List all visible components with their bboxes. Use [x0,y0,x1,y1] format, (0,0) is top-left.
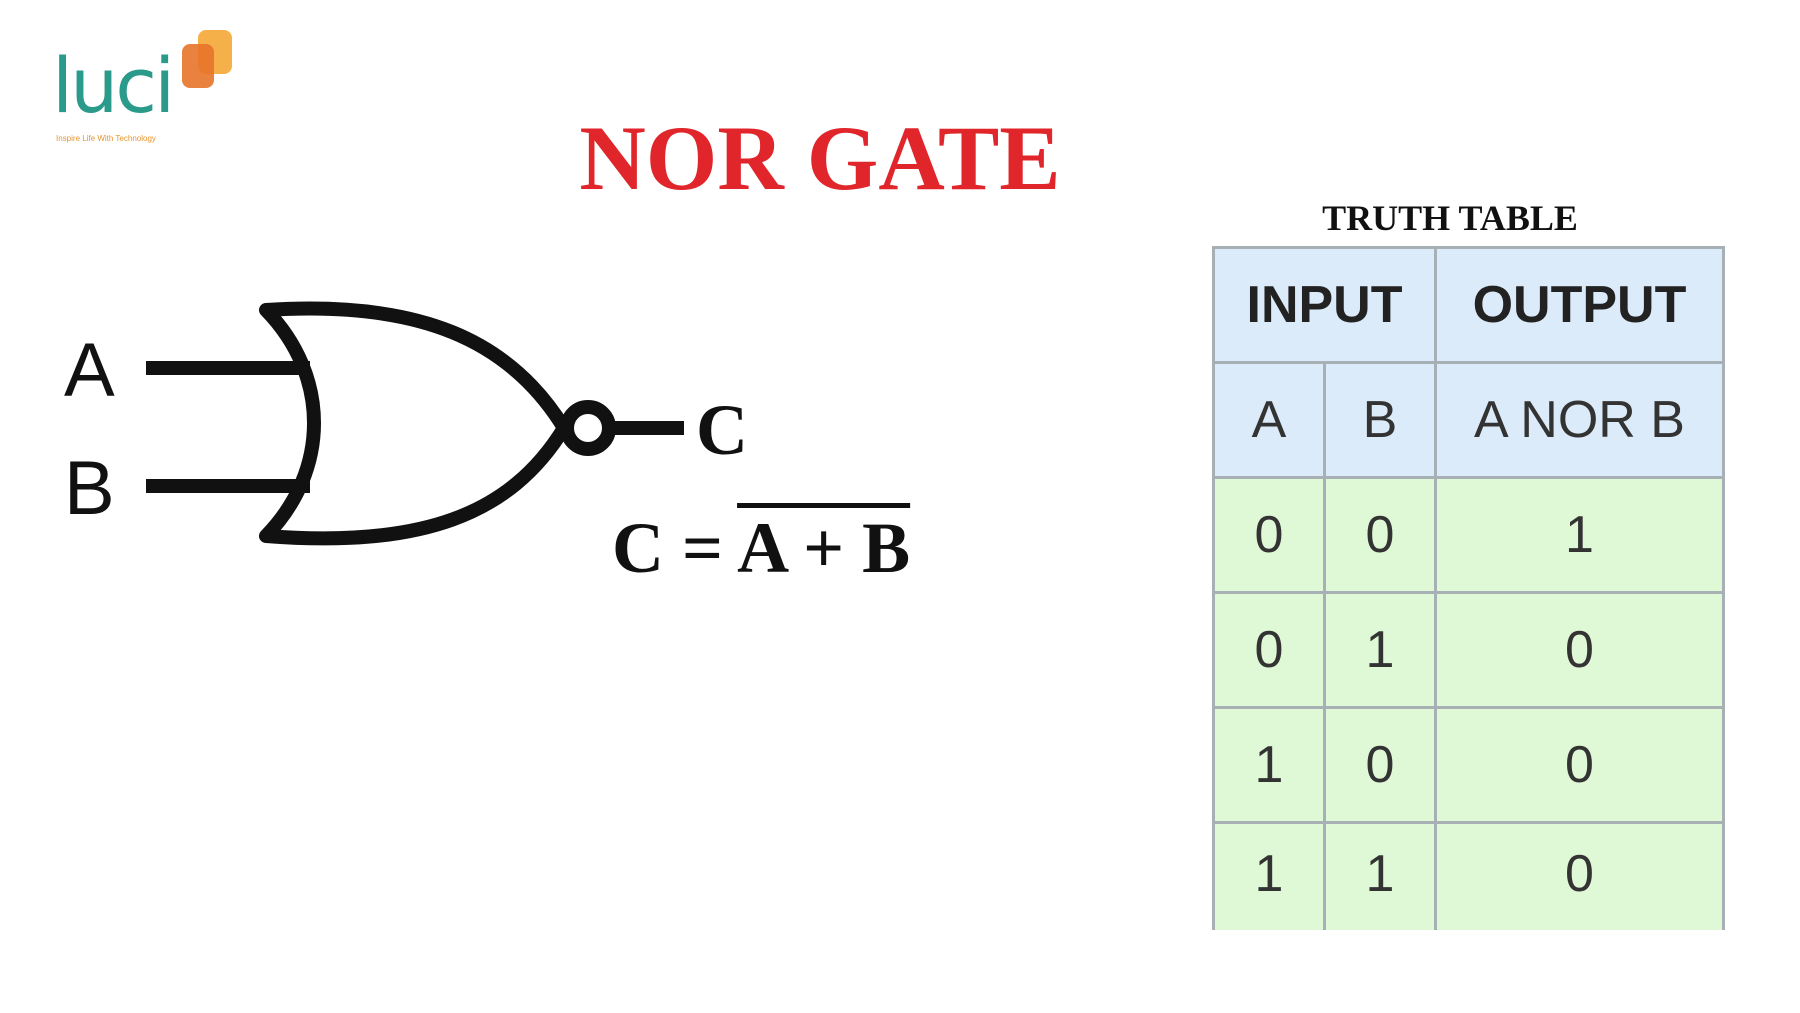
input-b-label: B [64,446,115,531]
cell-a: 1 [1212,706,1326,824]
cell-output: 0 [1434,821,1725,930]
output-label: C [696,390,748,470]
cell-b: 1 [1323,821,1437,930]
formula-rhs-overlined: A + B [737,508,911,588]
cell-output: 0 [1434,591,1725,709]
cell-a: 0 [1212,591,1326,709]
formula-lhs: C = [612,508,724,588]
output-group-header: OUTPUT [1434,246,1725,364]
nor-gate-icon [146,301,684,546]
table-row: 1 1 0 [1212,821,1725,930]
table-row: 0 1 0 [1212,591,1725,709]
table-row: 0 0 1 [1212,476,1725,594]
logo-wordmark: luci [52,41,175,130]
cell-b: 1 [1323,591,1437,709]
cell-output: 1 [1434,476,1725,594]
column-header-a: A [1212,361,1326,479]
truth-table-title: TRUTH TABLE [1322,198,1578,238]
table-group-header-row: INPUT OUTPUT [1212,246,1725,364]
boolean-formula: C = A + B [612,508,910,588]
cell-b: 0 [1323,476,1437,594]
gate-body [259,301,571,546]
logo-mark-icon [182,30,232,88]
table-column-header-row: A B A NOR B [1212,361,1725,479]
input-group-header: INPUT [1212,246,1437,364]
truth-table: INPUT OUTPUT A B A NOR B 0 0 1 0 1 0 1 0… [1212,246,1725,930]
nor-gate-diagram: A B C [64,301,748,546]
table-row: 1 0 0 [1212,706,1725,824]
column-header-b: B [1323,361,1437,479]
input-a-label: A [64,328,115,413]
cell-output: 0 [1434,706,1725,824]
logo-tagline: Inspire Life With Technology [56,134,156,143]
column-header-output: A NOR B [1434,361,1725,479]
brand-logo: luci Inspire Life With Technology [52,30,242,150]
inversion-bubble [560,400,616,456]
cell-b: 0 [1323,706,1437,824]
cell-a: 1 [1212,821,1326,930]
page-title: NOR GATE [579,107,1061,209]
cell-a: 0 [1212,476,1326,594]
